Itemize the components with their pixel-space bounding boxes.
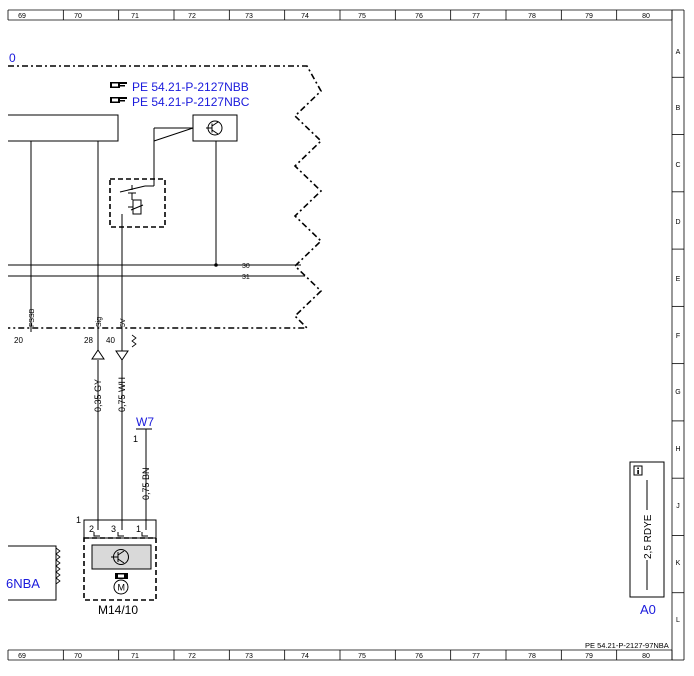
col-label: 77 bbox=[472, 13, 480, 20]
hand-pointer-icon bbox=[110, 97, 127, 103]
row-label: G bbox=[675, 389, 680, 396]
motor-m14-10[interactable]: 1 2 3 1 M M14/10 bbox=[76, 515, 157, 617]
col-label: 70 bbox=[74, 653, 82, 660]
connector-corner-number: 1 bbox=[76, 515, 81, 525]
reference-pointer-1[interactable]: PE 54.21-P-2127NBB bbox=[110, 80, 249, 94]
col-label: 70 bbox=[74, 13, 82, 20]
signal-label: Sig bbox=[96, 317, 103, 327]
reference-pointer-2[interactable]: PE 54.21-P-2127NBC bbox=[110, 95, 250, 109]
bus-label-30: 30 bbox=[242, 263, 250, 270]
pin-number: 40 bbox=[106, 336, 115, 345]
row-label: B bbox=[676, 105, 681, 112]
col-label: 79 bbox=[585, 13, 593, 20]
hand-pointer-icon bbox=[110, 82, 127, 88]
col-label: 78 bbox=[528, 13, 536, 20]
ground-pin: 1 bbox=[133, 434, 138, 444]
col-label: 71 bbox=[131, 13, 139, 20]
col-label: 79 bbox=[585, 653, 593, 660]
col-label: 78 bbox=[528, 653, 536, 660]
row-label: H bbox=[675, 446, 680, 453]
relay-transistor-link bbox=[153, 127, 193, 141]
bus-label-31: 31 bbox=[242, 274, 250, 281]
col-label: 75 bbox=[358, 13, 366, 20]
footer-reference: PE 54.21-P-2127-97NBA bbox=[585, 641, 669, 650]
connector-arrows bbox=[91, 332, 129, 361]
column-dividers bbox=[7, 10, 673, 660]
wire-labels: 0,35 GY 0,75 WH 0,75 BN bbox=[93, 377, 151, 500]
pin-number: 20 bbox=[14, 336, 23, 345]
bus-junction bbox=[214, 263, 218, 267]
row-label: C bbox=[675, 162, 680, 169]
reference-link[interactable]: PE 54.21-P-2127NBC bbox=[132, 95, 250, 109]
motor-pin: 3 bbox=[111, 524, 116, 534]
col-label: 74 bbox=[301, 13, 309, 20]
signal-label: FSSB bbox=[29, 308, 36, 327]
wire-label-bn: 0,75 BN bbox=[141, 467, 151, 500]
col-label: 77 bbox=[472, 653, 480, 660]
connector-signal-labels: FSSB Sig 5V bbox=[29, 308, 127, 327]
internal-wires bbox=[30, 141, 217, 328]
row-label: L bbox=[676, 617, 680, 624]
motor-label[interactable]: M14/10 bbox=[98, 603, 138, 617]
row-label: K bbox=[676, 560, 681, 567]
row-label: F bbox=[676, 333, 680, 340]
wire-label-wh: 0,75 WH bbox=[117, 377, 127, 412]
relay-box bbox=[109, 127, 194, 228]
col-label: 80 bbox=[642, 13, 650, 20]
left-fragment-module: 6NBA bbox=[6, 545, 61, 601]
column-labels-top: 69 70 71 72 73 74 75 76 77 78 79 80 bbox=[18, 13, 650, 20]
col-label: 80 bbox=[642, 653, 650, 660]
connector-pin-ticks bbox=[30, 324, 123, 332]
ground-point-w7[interactable]: W7 1 bbox=[133, 415, 154, 444]
col-label: 73 bbox=[245, 13, 253, 20]
column-labels-bottom: 69 70 71 72 73 74 75 76 77 78 79 80 bbox=[18, 653, 650, 660]
ground-label[interactable]: W7 bbox=[136, 415, 154, 429]
motor-icon: M bbox=[113, 573, 129, 595]
info-box-label: A0 bbox=[640, 602, 656, 617]
col-label: 72 bbox=[188, 13, 196, 20]
row-label: J bbox=[676, 503, 680, 510]
row-label: E bbox=[676, 276, 681, 283]
col-label: 71 bbox=[131, 653, 139, 660]
col-label: 72 bbox=[188, 653, 196, 660]
internal-module-box bbox=[8, 114, 119, 142]
col-label: 69 bbox=[18, 653, 26, 660]
wire-label-gy: 0,35 GY bbox=[93, 379, 103, 412]
col-label: 73 bbox=[245, 653, 253, 660]
col-label: 76 bbox=[415, 653, 423, 660]
info-wire-label: 2,5 RDYE bbox=[643, 514, 654, 559]
transistor-box bbox=[192, 114, 238, 142]
info-box[interactable]: 2,5 RDYE A0 bbox=[629, 461, 665, 617]
row-label: D bbox=[675, 219, 680, 226]
bus-lines bbox=[8, 264, 305, 277]
reference-fragment: 0 bbox=[9, 51, 16, 65]
row-label: A bbox=[676, 49, 681, 56]
connector-pin-numbers: 20 28 40 bbox=[14, 336, 115, 345]
harness-wires bbox=[97, 360, 147, 530]
row-dividers bbox=[672, 76, 684, 594]
control-unit-boundary bbox=[8, 65, 323, 329]
transistor-symbol bbox=[111, 549, 129, 565]
info-icon[interactable] bbox=[633, 465, 643, 476]
left-fragment-label: 6NBA bbox=[6, 576, 40, 591]
signal-label: 5V bbox=[120, 318, 127, 327]
motor-pin: 1 bbox=[136, 524, 141, 534]
motor-m-glyph: M bbox=[118, 583, 126, 593]
shield-squiggle bbox=[131, 334, 137, 348]
col-label: 69 bbox=[18, 13, 26, 20]
col-label: 76 bbox=[415, 13, 423, 20]
row-labels: A B C D E F G H J K L bbox=[675, 49, 680, 624]
reference-link[interactable]: PE 54.21-P-2127NBB bbox=[132, 80, 249, 94]
col-label: 75 bbox=[358, 653, 366, 660]
motor-pin: 2 bbox=[89, 524, 94, 534]
pin-number: 28 bbox=[84, 336, 93, 345]
col-label: 74 bbox=[301, 653, 309, 660]
